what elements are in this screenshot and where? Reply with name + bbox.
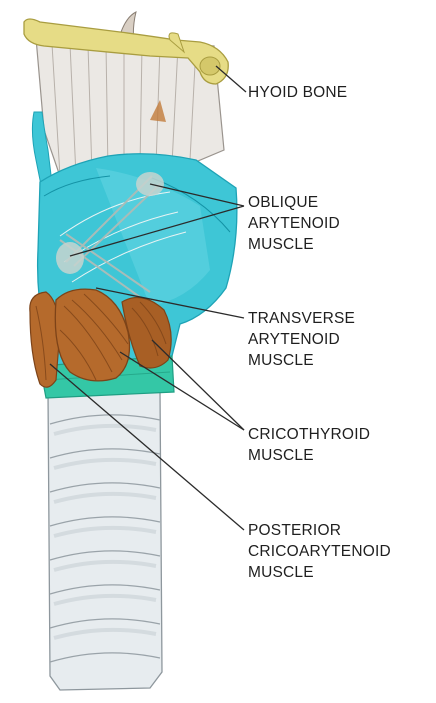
label-posterior-line-2: CRICOARYTENOID xyxy=(248,541,391,562)
label-oblique-line-3: MUSCLE xyxy=(248,234,340,255)
label-transverse-line-2: ARYTENOID xyxy=(248,329,355,350)
label-hyoid-line-1: HYOID BONE xyxy=(248,82,347,103)
trachea xyxy=(48,390,162,690)
label-oblique-arytenoid: OBLIQUE ARYTENOID MUSCLE xyxy=(248,192,340,255)
label-posterior-line-1: POSTERIOR xyxy=(248,520,391,541)
label-oblique-line-1: OBLIQUE xyxy=(248,192,340,213)
label-transverse-line-3: MUSCLE xyxy=(248,350,355,371)
label-cricothyroid: CRICOTHYROID MUSCLE xyxy=(248,424,370,466)
label-posterior-cricoarytenoid: POSTERIOR CRICOARYTENOID MUSCLE xyxy=(248,520,391,583)
label-cricothyroid-line-1: CRICOTHYROID xyxy=(248,424,370,445)
label-transverse-arytenoid: TRANSVERSE ARYTENOID MUSCLE xyxy=(248,308,355,371)
label-hyoid-bone: HYOID BONE xyxy=(248,82,347,103)
label-cricothyroid-line-2: MUSCLE xyxy=(248,445,370,466)
label-oblique-line-2: ARYTENOID xyxy=(248,213,340,234)
label-posterior-line-3: MUSCLE xyxy=(248,562,391,583)
label-transverse-line-1: TRANSVERSE xyxy=(248,308,355,329)
